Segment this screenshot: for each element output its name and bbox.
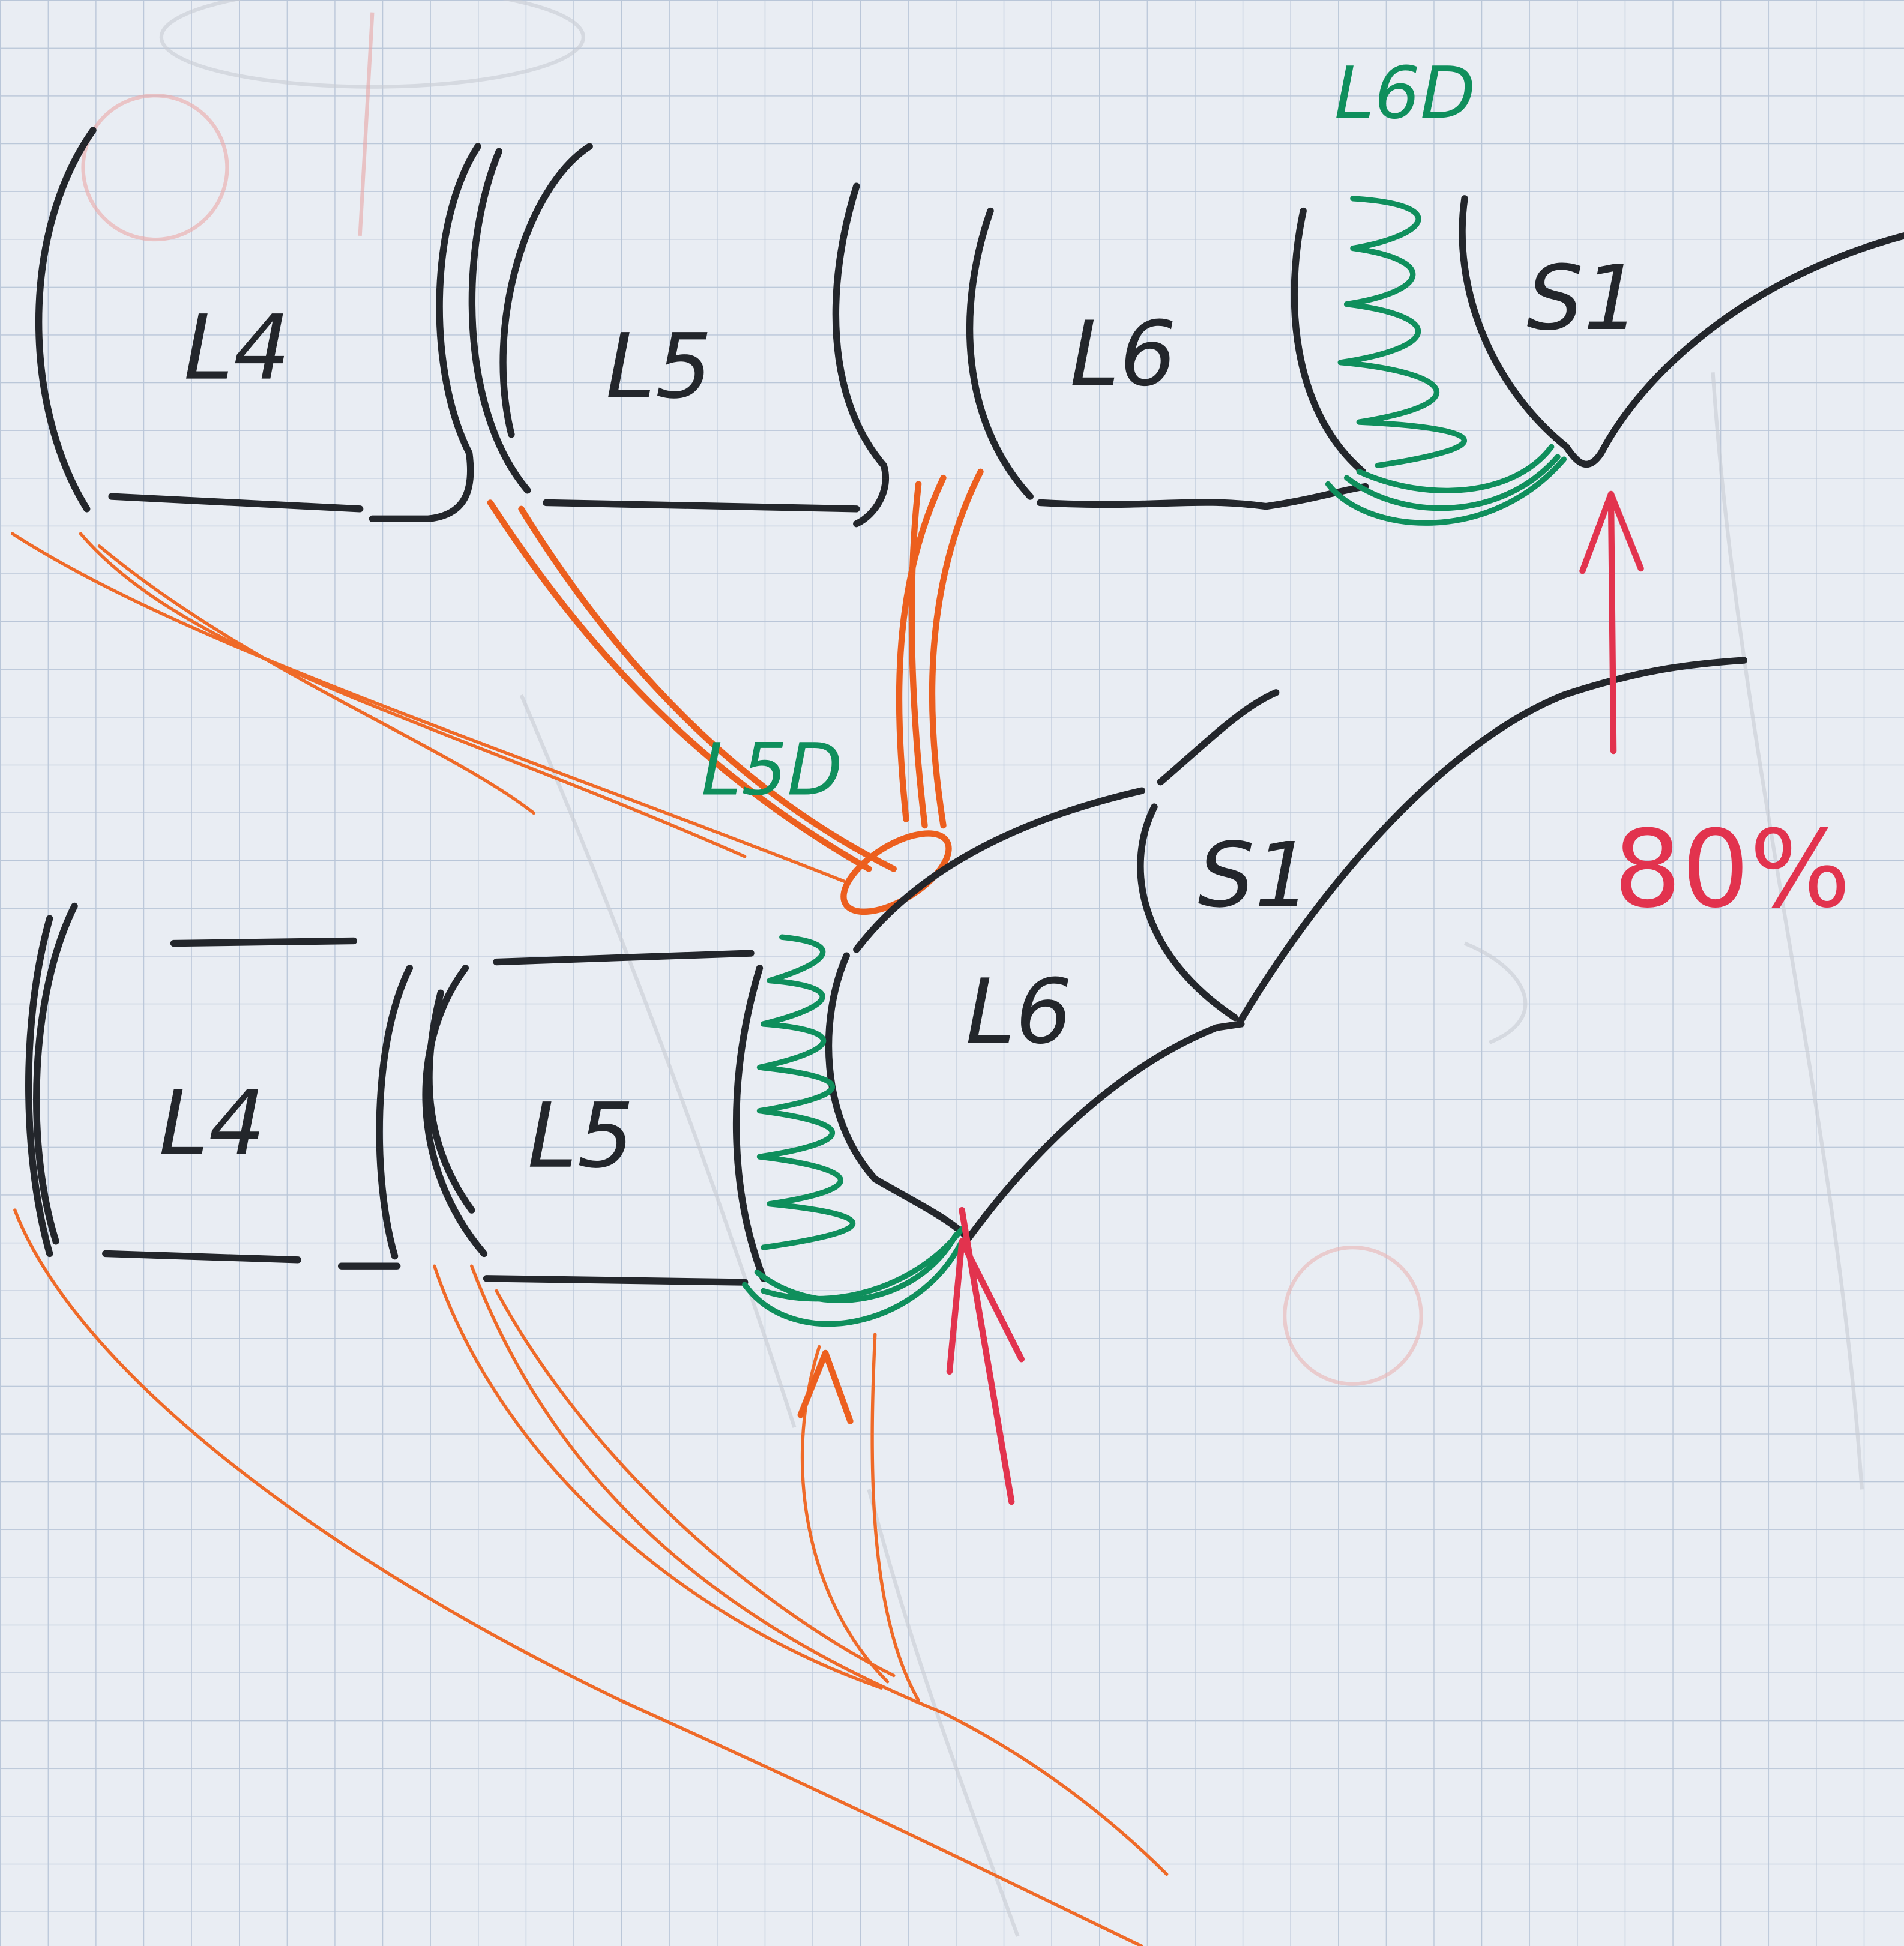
percentage-label: 80% [1613, 807, 1851, 931]
bottom-s1-outline-right [1235, 657, 1747, 1028]
bottom-l5-outline-right [732, 965, 767, 1282]
top-l5-body-outline-right [832, 182, 890, 528]
bottom-l5-bottom-endplate [483, 1275, 749, 1286]
top-l5-label: L5 [606, 315, 712, 419]
top-l6-label: L6 [1070, 303, 1176, 406]
bottom-disc-coil [742, 934, 965, 1327]
bottom-l4-outline-left [33, 902, 78, 1245]
bottom-s1-outline-left [1137, 803, 1239, 1022]
top-l5-endplate [543, 499, 860, 513]
bottom-l4-outline-right [376, 965, 414, 1260]
bottom-l6-outline-left [825, 952, 972, 1243]
bottom-s1-label: S1 [1198, 824, 1311, 927]
bottom-l4-top-endplate [170, 937, 358, 947]
bottom-red-arrow [946, 1206, 1025, 1505]
bottom-spine [25, 657, 1747, 1286]
top-l4-body-outline [35, 127, 97, 513]
top-s1-outline [1291, 207, 1367, 475]
top-l5-body-outline [468, 148, 531, 494]
bottom-ligaments [13, 1208, 1169, 1946]
bottom-l6-label: L6 [966, 960, 1073, 1064]
bottom-l5-top-endplate [493, 950, 755, 966]
bottom-l5-outline-left-2 [426, 989, 475, 1214]
bottom-l4-label: L4 [159, 1072, 266, 1176]
bottom-l6-top [853, 787, 1146, 953]
bottom-l4-bottom-endplate [102, 1250, 401, 1270]
bottom-l4-outline-left-2 [25, 915, 53, 1258]
orange-arrow-head [797, 1349, 854, 1424]
top-s1-label: S1 [1526, 247, 1640, 351]
red-arrows [946, 490, 1644, 1505]
top-disc-coil [1325, 196, 1567, 526]
top-l4-body-outline-right [369, 143, 481, 523]
top-l5-body-outline-2 [499, 143, 593, 438]
top-l6-body-outline [966, 207, 1034, 500]
bottom-l5-outline-left [422, 965, 488, 1258]
top-s1-outline-right [1459, 195, 1904, 468]
top-red-arrow [1579, 490, 1644, 755]
top-l4-label: L4 [184, 297, 291, 400]
bottom-disc-label: L5D [701, 728, 842, 812]
bottom-l6-bottom [965, 1020, 1245, 1243]
bottom-l5-label: L5 [528, 1085, 634, 1188]
top-l4-endplate [108, 493, 364, 513]
top-spine [35, 127, 1904, 528]
bottom-s1-outline [1157, 689, 1280, 786]
top-disc-label: L6D [1334, 52, 1475, 135]
top-ligaments [10, 468, 984, 915]
